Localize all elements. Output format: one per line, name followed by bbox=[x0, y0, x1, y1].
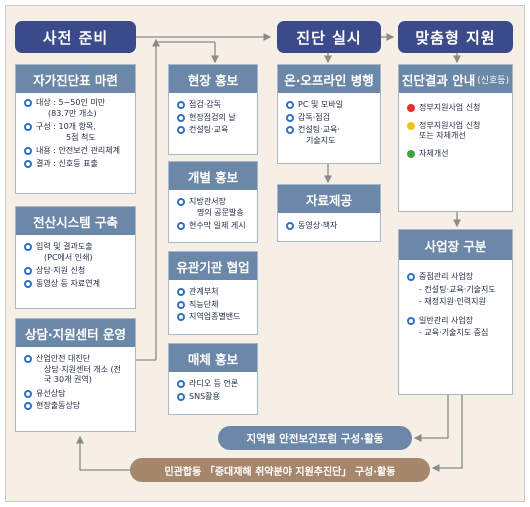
list-item: 관계부처 bbox=[177, 287, 251, 298]
list-item: 동영상 등 자료연계 bbox=[24, 279, 129, 290]
cooperation-box: 유관기관 협업 관계부처 직능단체 지역업종별밴드 bbox=[168, 251, 258, 335]
result-guide-box: 진단결과 안내(신호등) 정부지원사업 신청 정부지원사업 신청 또는 자체개선… bbox=[398, 64, 513, 212]
traffic-light-yellow: 정부지원사업 신청 bbox=[407, 121, 506, 132]
material-box: 자료제공 동영상·책자 bbox=[277, 184, 381, 242]
public-private-bar: 민관합동 「중대재해 취약분야 지원추진단」 구성·활동 bbox=[130, 458, 430, 482]
list-item: 현수막 일제 게시 bbox=[177, 221, 251, 232]
list-item: 산업안전 대진단 bbox=[24, 354, 129, 365]
header-exec: 진단 실시 bbox=[277, 21, 381, 53]
list-item: 점검·감독 bbox=[177, 100, 251, 111]
list-item: 컨설팅·교육 bbox=[177, 125, 251, 136]
list-item: 입력 및 결과도출 bbox=[24, 242, 129, 253]
list-item: 라디오 등 언론 bbox=[177, 379, 251, 390]
list-item: 상담·지원 신청 bbox=[24, 266, 129, 277]
list-item: 현장출동상담 bbox=[24, 401, 129, 412]
result-guide-title: 진단결과 안내(신호등) bbox=[399, 65, 512, 93]
computer-system-box: 전산시스템 구축 입력 및 결과도출 (PC에서 인쇄) 상담·지원 신청 동영… bbox=[15, 206, 136, 309]
list-item: 컨설팅·교육· bbox=[286, 125, 374, 136]
list-item: 대상 : 5~50인 미만 bbox=[24, 98, 129, 109]
field-pr-title: 현장 홍보 bbox=[169, 65, 257, 93]
regional-forum-bar: 지역별 안전보건포럼 구성·활동 bbox=[218, 426, 412, 450]
individual-pr-title: 개별 홍보 bbox=[169, 162, 257, 190]
individual-pr-box: 개별 홍보 지방관서장 명의 공문발송 현수막 일제 게시 bbox=[168, 161, 258, 243]
consult-center-box: 상담·지원센터 운영 산업안전 대진단 상담·지원센터 개소 (전국 30개 권… bbox=[15, 318, 136, 432]
workplace-class-title: 사업장 구분 bbox=[399, 230, 512, 260]
list-item: PC 및 모바일 bbox=[286, 100, 374, 111]
list-item: 결과 : 신호등 표출 bbox=[24, 159, 129, 170]
self-check-title: 자가진단표 마련 bbox=[16, 65, 135, 93]
green-light-icon bbox=[407, 149, 415, 158]
list-item: 지방관서장 bbox=[177, 197, 251, 208]
traffic-light-green: 자체개선 bbox=[407, 149, 506, 160]
list-item: 내용 : 안전보건 관리체계 bbox=[24, 146, 129, 157]
red-light-icon bbox=[407, 104, 415, 112]
consult-center-title: 상담·지원센터 운영 bbox=[16, 319, 135, 347]
field-pr-box: 현장 홍보 점검·감독 현장점검의 날 컨설팅·교육 bbox=[168, 64, 258, 155]
media-pr-box: 매체 홍보 라디오 등 언론 SNS활용 bbox=[168, 343, 258, 415]
on-offline-title: 온·오프라인 병행 bbox=[278, 65, 380, 93]
list-item: 감독·점검 bbox=[286, 113, 374, 124]
material-title: 자료제공 bbox=[278, 185, 380, 213]
list-item: 지역업종별밴드 bbox=[177, 312, 251, 323]
on-offline-box: 온·오프라인 병행 PC 및 모바일 감독·점검 컨설팅·교육· 기술지도 bbox=[277, 64, 381, 164]
media-pr-title: 매체 홍보 bbox=[169, 344, 257, 372]
traffic-light-red: 정부지원사업 신청 bbox=[407, 103, 506, 114]
list-item: 중점관리 사업장 bbox=[407, 272, 506, 283]
list-item: 유선상담 bbox=[24, 389, 129, 400]
list-item: 구성 : 10개 항목, bbox=[24, 122, 129, 133]
workplace-class-box: 사업장 구분 중점관리 사업장 - 컨설팅·교육·기술지도 - 재정지원·인력지… bbox=[398, 229, 513, 395]
yellow-light-icon bbox=[407, 121, 415, 130]
self-check-box: 자가진단표 마련 대상 : 5~50인 미만 (83.7만 개소) 구성 : 1… bbox=[15, 64, 136, 194]
list-item: SNS활용 bbox=[177, 392, 251, 403]
list-item: 일반관리 사업장 bbox=[407, 316, 506, 327]
header-support: 맞춤형 지원 bbox=[398, 21, 513, 53]
list-item: 현장점검의 날 bbox=[177, 113, 251, 124]
computer-system-title: 전산시스템 구축 bbox=[16, 207, 135, 235]
header-prep: 사전 준비 bbox=[15, 21, 136, 53]
list-item: 직능단체 bbox=[177, 300, 251, 311]
list-item: 동영상·책자 bbox=[286, 221, 374, 232]
cooperation-title: 유관기관 협업 bbox=[169, 252, 257, 280]
